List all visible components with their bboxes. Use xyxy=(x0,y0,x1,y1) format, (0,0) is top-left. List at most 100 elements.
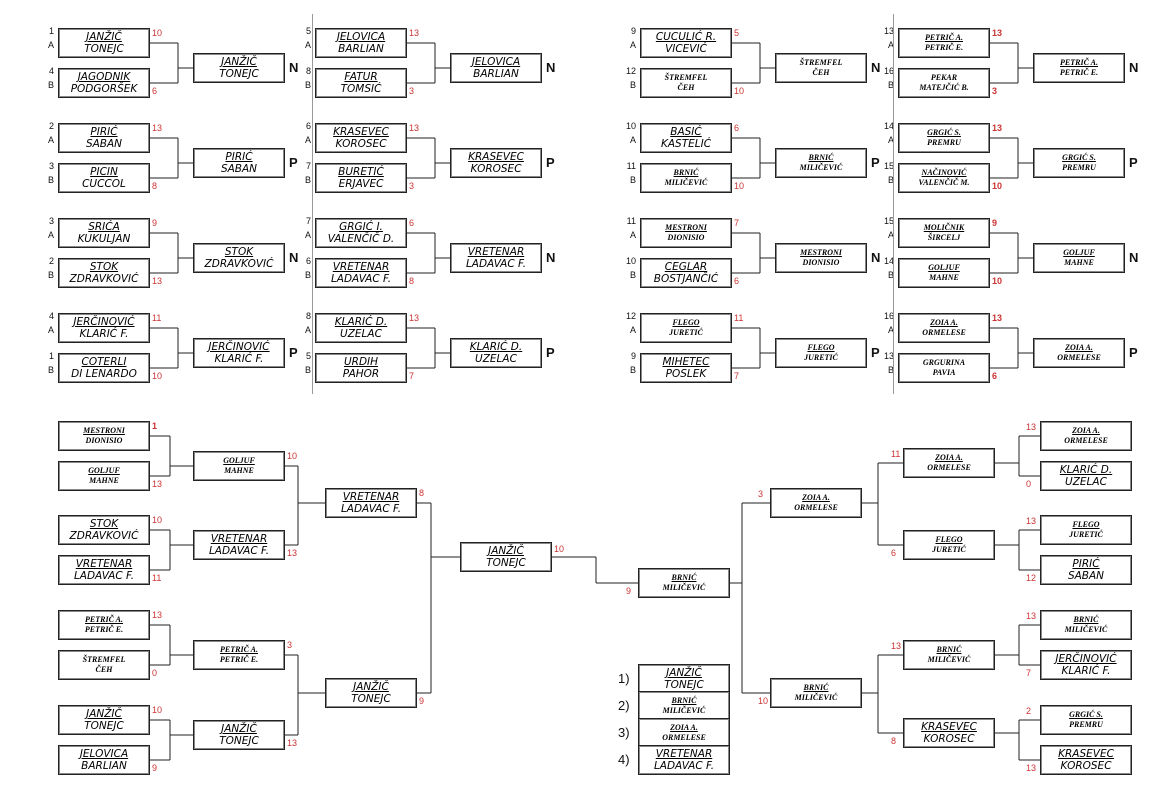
score: 13 xyxy=(1026,611,1037,621)
team-box: GRGIĆ S.PREMRU xyxy=(898,123,990,153)
player-name-2: MAHNE xyxy=(1064,258,1094,267)
player-name-1: ZOIA A. xyxy=(935,453,963,462)
seed-number: 2 xyxy=(48,256,54,266)
player-name-1: VRETENAR xyxy=(75,558,133,570)
score: 6 xyxy=(152,86,158,96)
player-name-2: MILIČEVIĆ xyxy=(794,693,838,702)
player-name-2: LADAVAC F. xyxy=(73,570,135,582)
player-name-2: KASTELIĆ xyxy=(660,138,712,150)
seed-number: 5 xyxy=(305,351,311,361)
player-name-1: JERČINOVIĆ xyxy=(1055,653,1117,665)
score: 13 xyxy=(287,738,298,748)
player-name-2: BARLIAN xyxy=(81,760,127,772)
score: 3 xyxy=(992,86,998,96)
player-name-1: BURETIĆ xyxy=(338,166,384,178)
team-box: PETRIČ A.PETRIČ E. xyxy=(58,610,150,640)
player-name-2: SABAN xyxy=(1067,570,1105,582)
score: 11 xyxy=(734,313,744,323)
player-name-1: JANŽIČ xyxy=(221,723,257,735)
player-name-1: GRGIĆ I. xyxy=(339,221,383,233)
column-divider xyxy=(312,14,313,394)
player-name-2: ORMELESE xyxy=(1057,353,1101,362)
player-name-2: JURETIĆ xyxy=(804,353,838,362)
score: 9 xyxy=(626,586,632,596)
player-name-1: VRETENAR xyxy=(467,246,525,258)
player-name-1: KLARIĆ D. xyxy=(469,341,523,353)
player-name-1: JANŽIČ xyxy=(666,667,702,679)
score: 5 xyxy=(734,28,740,38)
player-name-2: ORMELESE xyxy=(922,328,966,337)
player-name-1: JANŽIČ xyxy=(221,56,257,68)
score: 2 xyxy=(1026,706,1032,716)
player-name-1: KRASEVEC xyxy=(921,721,977,733)
player-name-2: DIONISIO xyxy=(667,233,705,242)
slot-letter: A xyxy=(629,135,636,145)
player-name-2: KOROSEC xyxy=(1060,760,1112,772)
result-letter: N xyxy=(871,250,881,265)
player-name-2: ZDRAVKOVIĆ xyxy=(69,530,139,542)
score: 10 xyxy=(152,705,163,715)
player-name-2: ČEH xyxy=(677,83,695,92)
score: 10 xyxy=(554,544,565,554)
result-letter: N xyxy=(289,60,299,75)
player-name-2: PREMRU xyxy=(1069,720,1103,729)
player-name-1: JANŽIČ xyxy=(488,545,524,557)
player-name-1: SRIĆA xyxy=(88,221,120,233)
player-name-2: KOROSEC xyxy=(335,138,387,150)
player-name-2: PETRIČ E. xyxy=(1059,68,1099,77)
seed-number: 11 xyxy=(626,161,636,171)
seed-number: 13 xyxy=(883,26,894,36)
team-box: ZOIA A.ORMELESE xyxy=(1033,338,1125,368)
player-name-1: JELOVICA xyxy=(471,56,521,68)
slot-letter: B xyxy=(629,80,636,90)
result-letter: N xyxy=(871,60,881,75)
slot-letter: B xyxy=(304,175,311,185)
seed-number: 4 xyxy=(48,311,54,321)
player-name-1: STOK xyxy=(89,261,119,273)
slot-letter: A xyxy=(47,135,54,145)
slot-letter: A xyxy=(629,325,636,335)
score: 13 xyxy=(409,313,420,323)
score: 3 xyxy=(758,489,764,499)
score: 13 xyxy=(992,313,1003,323)
player-name-2: PETRIČ E. xyxy=(84,625,124,634)
seed-number: 12 xyxy=(625,311,636,321)
score: 9 xyxy=(152,218,158,228)
seed-number: 9 xyxy=(630,351,636,361)
seed-number: 7 xyxy=(305,161,311,171)
slot-letter: A xyxy=(304,325,311,335)
team-box: ZOIA A.ORMELESE xyxy=(638,718,730,748)
seed-number: 5 xyxy=(305,26,311,36)
player-name-1: STOK xyxy=(89,518,119,530)
score: 6 xyxy=(409,218,415,228)
team-box: GRGIĆ S.PREMRU xyxy=(1040,705,1132,735)
player-name-2: PAHOR xyxy=(342,368,380,380)
seed-number: 6 xyxy=(305,121,311,131)
score: 0 xyxy=(152,668,158,678)
score: 13 xyxy=(1026,516,1037,526)
player-name-1: ZOIA A. xyxy=(1072,426,1100,435)
player-name-1: JANŽIČ xyxy=(86,708,122,720)
ranking-place: 1) xyxy=(618,671,630,686)
player-name-2: CUCCOL xyxy=(82,178,126,190)
player-name-2: TONEJC xyxy=(219,735,259,747)
player-name-1: GRGURINA xyxy=(922,358,966,367)
player-name-1: MESTRONI xyxy=(83,426,125,435)
seed-number: 4 xyxy=(48,66,54,76)
player-name-1: BRNIĆ xyxy=(1073,615,1099,624)
slot-letter: B xyxy=(47,270,54,280)
player-name-1: MIHETEC xyxy=(662,356,710,368)
slot-letter: B xyxy=(887,270,894,280)
player-name-2: ČEH xyxy=(812,68,830,77)
seed-number: 2 xyxy=(48,121,54,131)
